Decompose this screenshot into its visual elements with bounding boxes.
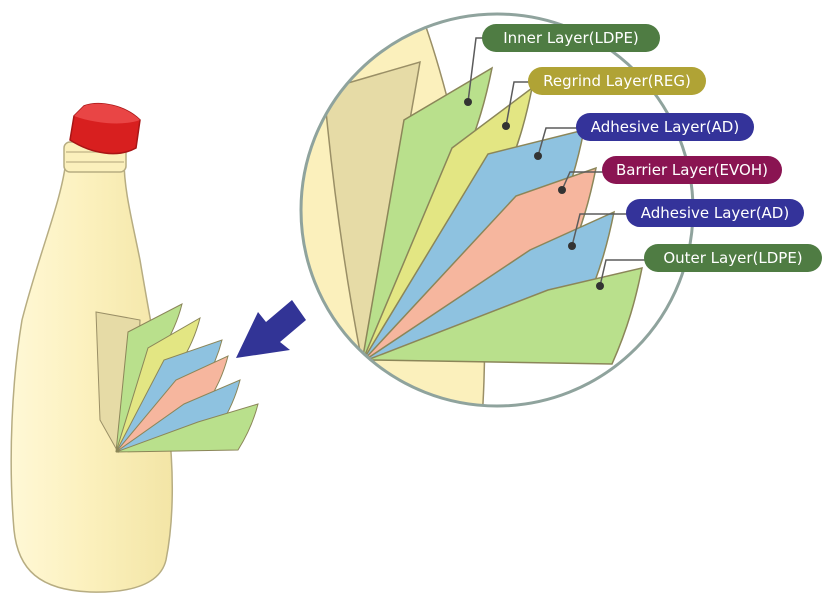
big-layer-fan	[359, 66, 643, 365]
leader-dot	[464, 98, 472, 106]
layer-sheet	[361, 267, 643, 365]
label-text: Adhesive Layer(AD)	[641, 204, 789, 222]
label-pill	[602, 156, 782, 184]
leader-dot	[502, 122, 510, 130]
label-text: Regrind Layer(REG)	[543, 72, 691, 90]
leader-line	[599, 259, 648, 287]
label-pill	[576, 113, 754, 141]
leader-dot	[568, 242, 576, 250]
bottle	[10, 102, 259, 593]
layer-labels: Inner Layer(LDPE) Regrind Layer(REG) Adhes…	[464, 24, 822, 290]
leader-line	[571, 213, 630, 247]
leader-dot	[596, 282, 604, 290]
label-text: Outer Layer(LDPE)	[663, 249, 802, 267]
zoom-circle	[299, 12, 695, 408]
label-pill	[482, 24, 660, 52]
label-text: Adhesive Layer(AD)	[591, 118, 739, 136]
label-text: Inner Layer(LDPE)	[503, 29, 639, 47]
small-layer-sheet	[115, 403, 259, 453]
layer-label-1: Inner Layer(LDPE)	[464, 24, 660, 106]
leader-dot	[558, 186, 566, 194]
layer-label-4: Barrier Layer(EVOH)	[558, 156, 782, 194]
leader-line	[505, 81, 532, 127]
label-text: Barrier Layer(EVOH)	[616, 161, 768, 179]
label-pill	[626, 199, 804, 227]
leader-line	[561, 171, 606, 191]
zoom-arrow	[236, 300, 306, 358]
cap-top	[74, 103, 140, 124]
label-pill	[528, 67, 706, 95]
leader-dot	[534, 152, 542, 160]
small-layer-fan	[115, 303, 259, 453]
layer-label-2: Regrind Layer(REG)	[502, 67, 706, 130]
label-pill	[644, 244, 822, 272]
layer-label-6: Outer Layer(LDPE)	[596, 244, 822, 290]
leader-line	[537, 127, 580, 157]
layer-label-5: Adhesive Layer(AD)	[568, 199, 804, 250]
bottle-body	[10, 159, 173, 593]
layer-label-3: Adhesive Layer(AD)	[534, 113, 754, 160]
